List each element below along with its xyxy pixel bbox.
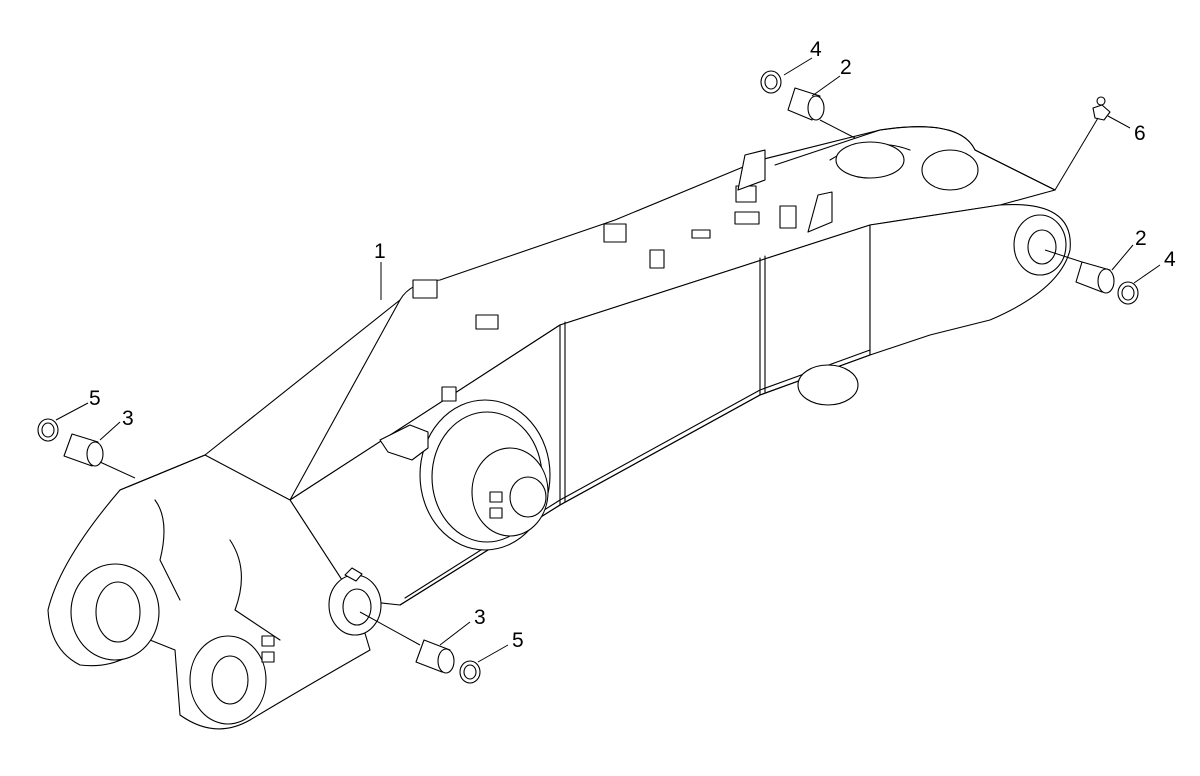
callout-4-right: 4 — [1164, 248, 1176, 271]
part-bushing-right — [1075, 261, 1115, 294]
part-grease-fitting — [1092, 96, 1111, 121]
callout-2-right: 2 — [1135, 227, 1147, 250]
part-ring-left — [37, 418, 59, 442]
leader-lines — [55, 57, 1161, 663]
part-ring-top — [760, 70, 782, 94]
callout-6: 6 — [1134, 122, 1146, 145]
part-bushing-top — [787, 87, 825, 121]
callout-3-left: 3 — [122, 407, 134, 430]
callout-4-top: 4 — [810, 38, 822, 61]
callout-3-bottom: 3 — [474, 606, 486, 629]
callout-5-bottom: 5 — [512, 629, 524, 652]
boom-body — [47, 126, 1071, 730]
part-ring-bottom — [459, 660, 481, 684]
part-bushing-bottom — [415, 639, 455, 674]
callout-2-top: 2 — [840, 56, 852, 79]
part-bushing-left — [63, 433, 104, 467]
callout-5-left: 5 — [89, 387, 101, 410]
part-ring-right — [1117, 281, 1139, 305]
callout-1: 1 — [374, 240, 386, 263]
callout-labels: 1 2 2 3 3 4 4 5 5 6 — [89, 38, 1176, 652]
